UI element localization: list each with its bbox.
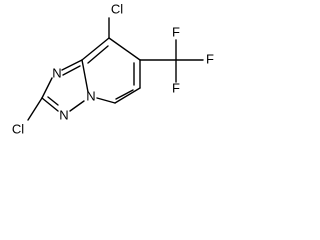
bond-c8-c7	[108, 37, 141, 61]
bond-c8a-c8-inner	[87, 45, 109, 64]
pyridine-ring-bonds	[81, 37, 141, 104]
bond-n-bottom-n-bridge	[69, 100, 85, 112]
atom-n-bridge: N	[86, 88, 95, 103]
structure-canvas: Cl Cl N N N F F F	[12, 1, 214, 136]
bond-c2-cl	[27, 97, 43, 121]
atom-cl-bottom: Cl	[12, 121, 24, 136]
bond-c5-n-bridge	[96, 97, 116, 104]
bond-c8a-n-left	[61, 59, 83, 71]
bond-c8a-c8	[81, 37, 110, 61]
atom-n-ring-bottom: N	[59, 107, 68, 122]
bond-n-left-c2	[41, 77, 53, 99]
bond-c2-n-bottom	[41, 97, 59, 112]
atom-cl-top: Cl	[111, 1, 123, 16]
triazole-ring-bonds	[41, 59, 85, 112]
bond-n-bridge-c8a	[81, 59, 89, 93]
bond-c6-c5	[114, 87, 141, 104]
atom-labels: Cl Cl N N N F F F	[12, 1, 214, 136]
bond-c6-c5-inner	[115, 89, 134, 100]
atom-f-right: F	[206, 51, 214, 66]
atom-f-top: F	[172, 24, 180, 39]
bond-c2-n-bottom-inner	[47, 96, 59, 106]
bond-c8a-n-left-inner	[62, 65, 81, 76]
atom-f-bottom: F	[172, 80, 180, 95]
atom-n-ring-left: N	[52, 65, 61, 80]
substituent-bonds	[27, 17, 204, 121]
chemical-structure: Cl Cl N N N F F F	[12, 1, 214, 136]
